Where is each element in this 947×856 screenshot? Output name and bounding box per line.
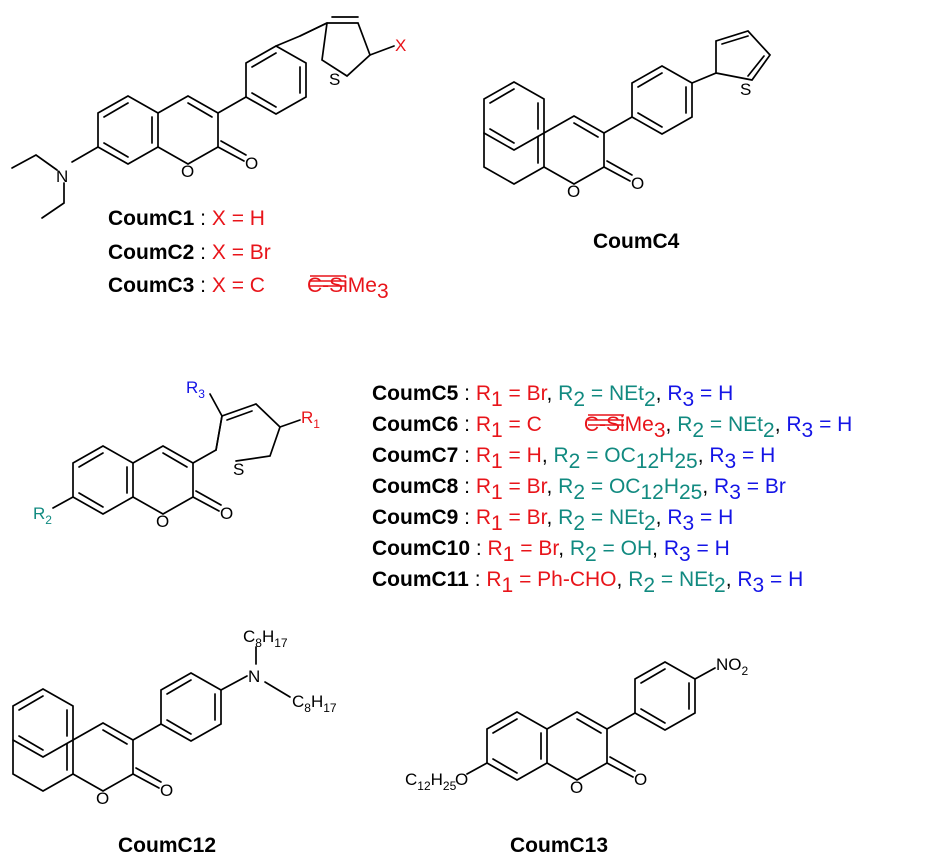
- label-coumc8: CoumC8 : R1 = Br, R2 = OC12H25, R3 = Br: [372, 475, 786, 504]
- atom-n-12: N: [248, 667, 260, 686]
- atom-o-carbonyl-12: O: [160, 781, 173, 800]
- atom-o-ether-13: O: [455, 770, 468, 789]
- label-coumc2: CoumC2 : X = Br: [108, 241, 271, 264]
- label-coumc12: CoumC12: [118, 834, 216, 856]
- atom-o-carbonyl-13: O: [634, 770, 647, 789]
- structure-coumc4: [483, 30, 772, 185]
- label-coumc4: CoumC4: [593, 230, 680, 253]
- atom-s-4: S: [740, 80, 751, 99]
- structure-coumc5-11: [52, 393, 301, 515]
- triple-bond-coumc6: [588, 414, 624, 426]
- atom-o-ring-13: O: [570, 778, 583, 797]
- structure-coumc12: [12, 646, 291, 792]
- atom-o-carbonyl-4: O: [631, 174, 644, 193]
- label-coumc5: CoumC5 : R1 = Br, R2 = NEt2, R3 = H: [372, 382, 733, 411]
- octyl-chain-2: C8H17: [292, 692, 337, 715]
- atom-s-5: S: [233, 460, 244, 479]
- atom-x: X: [395, 36, 406, 55]
- atom-o-ring-4: O: [567, 182, 580, 201]
- atom-r2: R2: [33, 504, 52, 527]
- label-coumc11: CoumC11 : R1 = Ph-CHO, R2 = NEt2, R3 = H: [372, 568, 803, 597]
- label-coumc9: CoumC9 : R1 = Br, R2 = NEt2, R3 = H: [372, 506, 733, 535]
- atom-o-ring-12: O: [96, 789, 109, 808]
- nitro-group: NO2: [716, 655, 749, 678]
- atom-r3: R3: [186, 378, 205, 401]
- dodecyl-chain: C12H25: [405, 770, 457, 793]
- label-coumc10: CoumC10 : R1 = Br, R2 = OH, R3 = H: [372, 537, 730, 566]
- atom-n-1: N: [56, 167, 68, 186]
- triple-bond-coumc3: [310, 275, 346, 287]
- atom-o-carbonyl-1: O: [245, 154, 258, 173]
- atom-o-ring-5: O: [156, 512, 169, 531]
- atom-s-1: S: [329, 70, 340, 89]
- atom-o-ring-1: O: [181, 162, 194, 181]
- structure-coumc1-3: [11, 16, 395, 219]
- atom-o-carbonyl-5: O: [220, 504, 233, 523]
- label-coumc1: CoumC1 : X = H: [108, 207, 265, 230]
- label-coumc13: CoumC13: [510, 834, 608, 856]
- coumc5-11-labels: CoumC5 : R1 = Br, R2 = NEt2, R3 = H Coum…: [372, 382, 852, 597]
- octyl-chain-1: C8H17: [243, 627, 288, 650]
- atom-r1: R1: [301, 408, 320, 431]
- label-coumc7: CoumC7 : R1 = H, R2 = OC12H25, R3 = H: [372, 444, 775, 473]
- coumc1-3-labels: CoumC1 : X = H CoumC2 : X = Br CoumC3 : …: [108, 207, 389, 303]
- structure-coumc13: [466, 661, 716, 781]
